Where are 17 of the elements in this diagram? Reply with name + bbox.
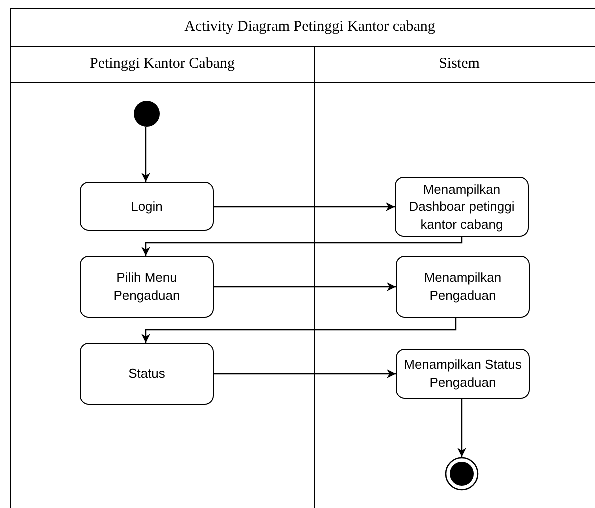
activity-box: Menampilkan Dashboar petinggi kantor cabang <box>395 177 529 237</box>
arrow <box>142 127 150 182</box>
lane-header: Petinggi Kantor Cabang <box>11 46 314 83</box>
arrow <box>213 282 396 292</box>
activity-box: Login <box>80 182 214 231</box>
swimlane <box>10 46 315 508</box>
activity-box: Status <box>80 343 214 405</box>
title-band: Activity Diagram Petinggi Kantor cabang <box>10 8 595 47</box>
arrow <box>458 399 466 457</box>
activity-box: Menampilkan Status Pengaduan <box>396 349 530 399</box>
arrow <box>213 202 395 212</box>
activity-box: Pilih Menu Pengaduan <box>80 256 214 318</box>
arrow <box>213 370 396 378</box>
activity-box: Menampilkan Pengaduan <box>396 256 530 318</box>
arrow <box>142 318 457 343</box>
lane-header: Sistem <box>315 46 595 83</box>
arrow <box>142 237 463 256</box>
